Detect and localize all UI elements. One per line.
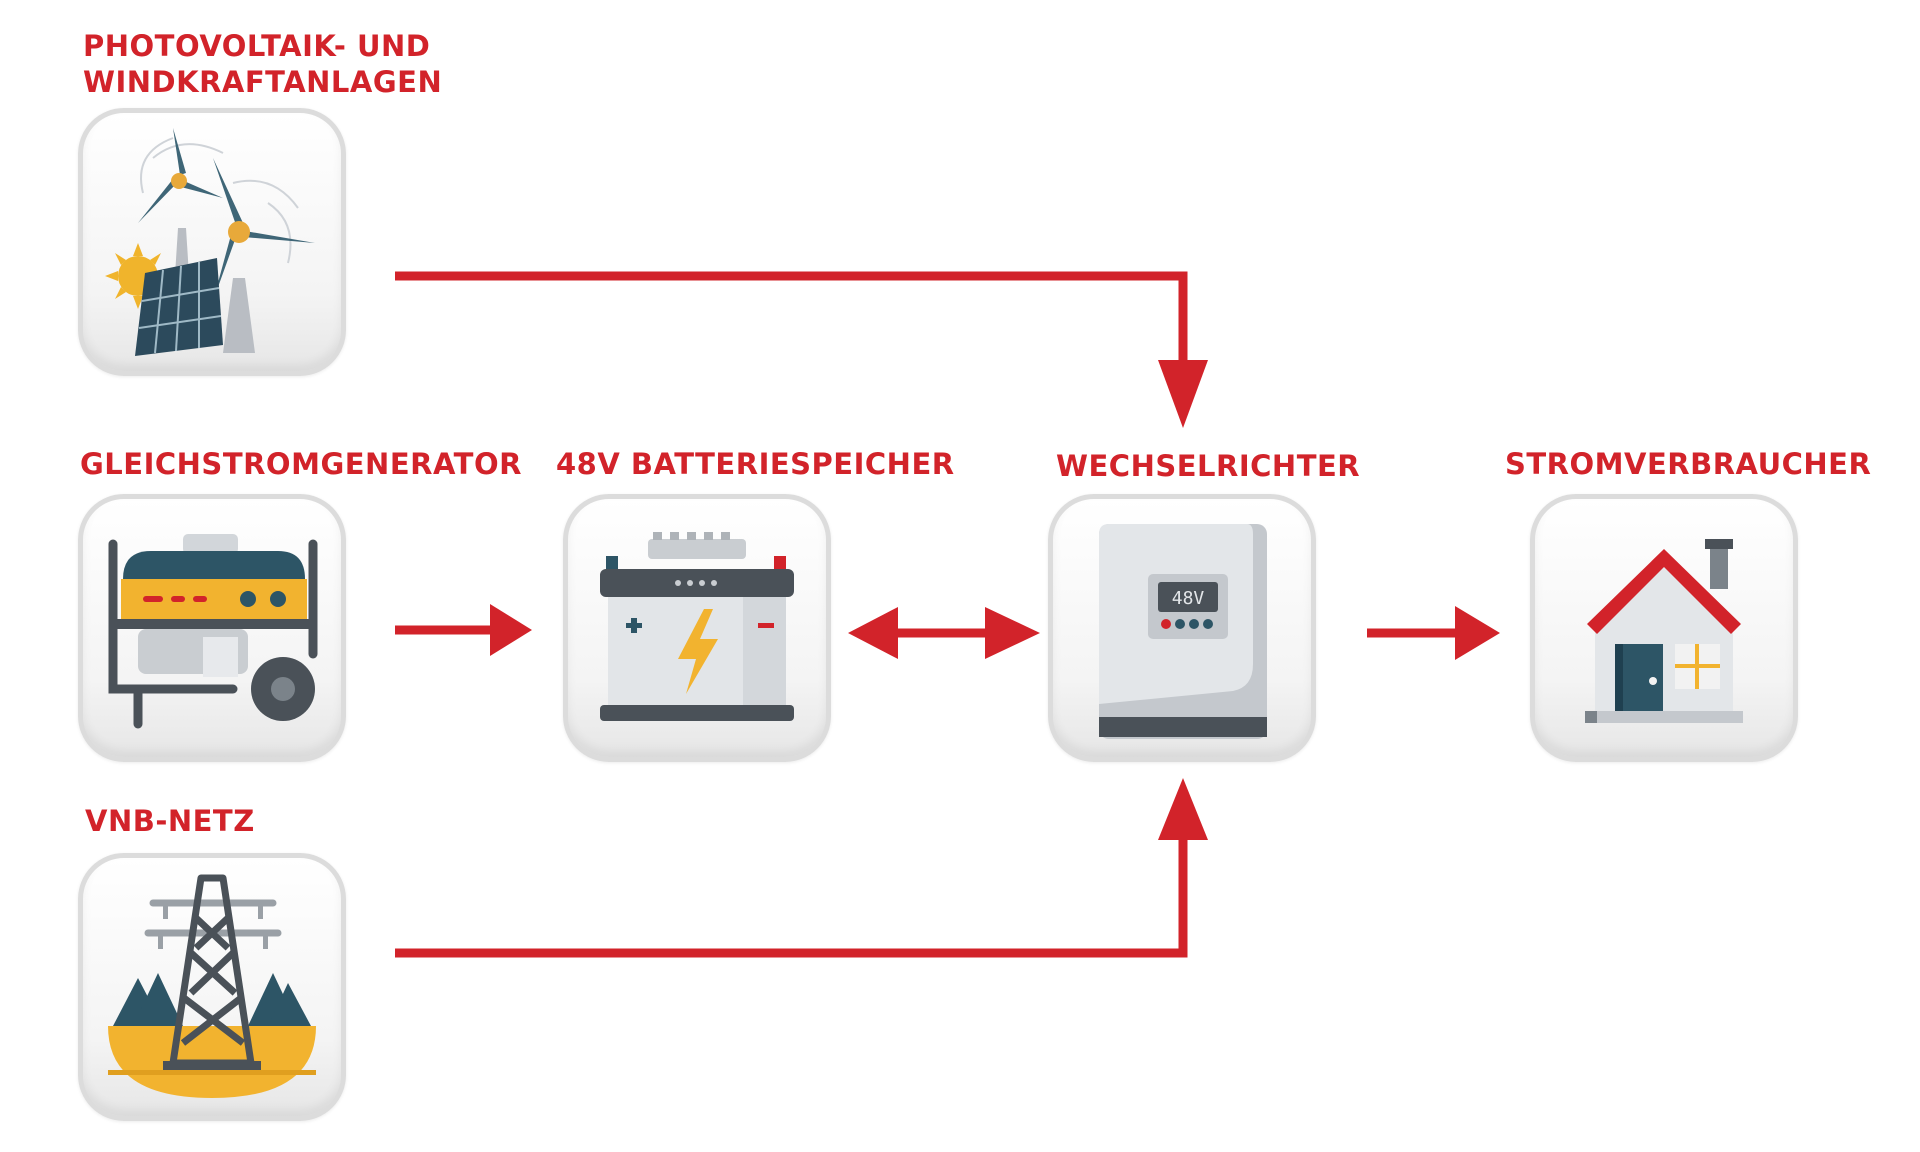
house-icon bbox=[1585, 539, 1743, 723]
arrowhead-renewables-inverter bbox=[1158, 360, 1208, 428]
arrowhead-inverter-consumer bbox=[1455, 606, 1500, 660]
arrowhead-grid-inverter bbox=[1158, 778, 1208, 840]
label-battery: 48V BATTERIESPEICHER bbox=[556, 447, 955, 481]
label-renewables: PHOTOVOLTAIK- UND WINDKRAFTANLAGEN bbox=[83, 28, 442, 100]
wind-solar-icon bbox=[105, 128, 315, 356]
arrowhead-generator-battery bbox=[490, 604, 532, 656]
power-tower-icon bbox=[108, 874, 316, 1098]
tile-inverter: 48V bbox=[1048, 494, 1316, 762]
tile-grid bbox=[78, 853, 346, 1121]
tile-battery bbox=[563, 494, 831, 762]
arrowhead-battery-inverter-left bbox=[848, 607, 898, 659]
arrow-renewables-to-inverter bbox=[395, 271, 1188, 362]
arrow-grid-to-inverter bbox=[395, 838, 1188, 958]
arrowhead-battery-inverter-right bbox=[985, 607, 1040, 659]
label-renewables-line2: WINDKRAFTANLAGEN bbox=[83, 65, 443, 99]
label-grid: VNB-NETZ bbox=[85, 804, 255, 838]
tile-dc-generator bbox=[78, 494, 346, 762]
inverter-icon: 48V bbox=[1099, 524, 1267, 739]
label-renewables-line1: PHOTOVOLTAIK- UND bbox=[83, 29, 431, 63]
tile-renewables bbox=[78, 108, 346, 376]
inverter-display-text: 48V bbox=[1172, 588, 1205, 609]
battery-icon bbox=[600, 532, 794, 721]
label-dc-generator: GLEICHSTROMGENERATOR bbox=[80, 447, 522, 481]
label-consumer: STROMVERBRAUCHER bbox=[1505, 447, 1872, 481]
label-inverter: WECHSELRICHTER bbox=[1056, 449, 1361, 483]
tile-consumer bbox=[1530, 494, 1798, 762]
generator-icon bbox=[108, 534, 318, 729]
